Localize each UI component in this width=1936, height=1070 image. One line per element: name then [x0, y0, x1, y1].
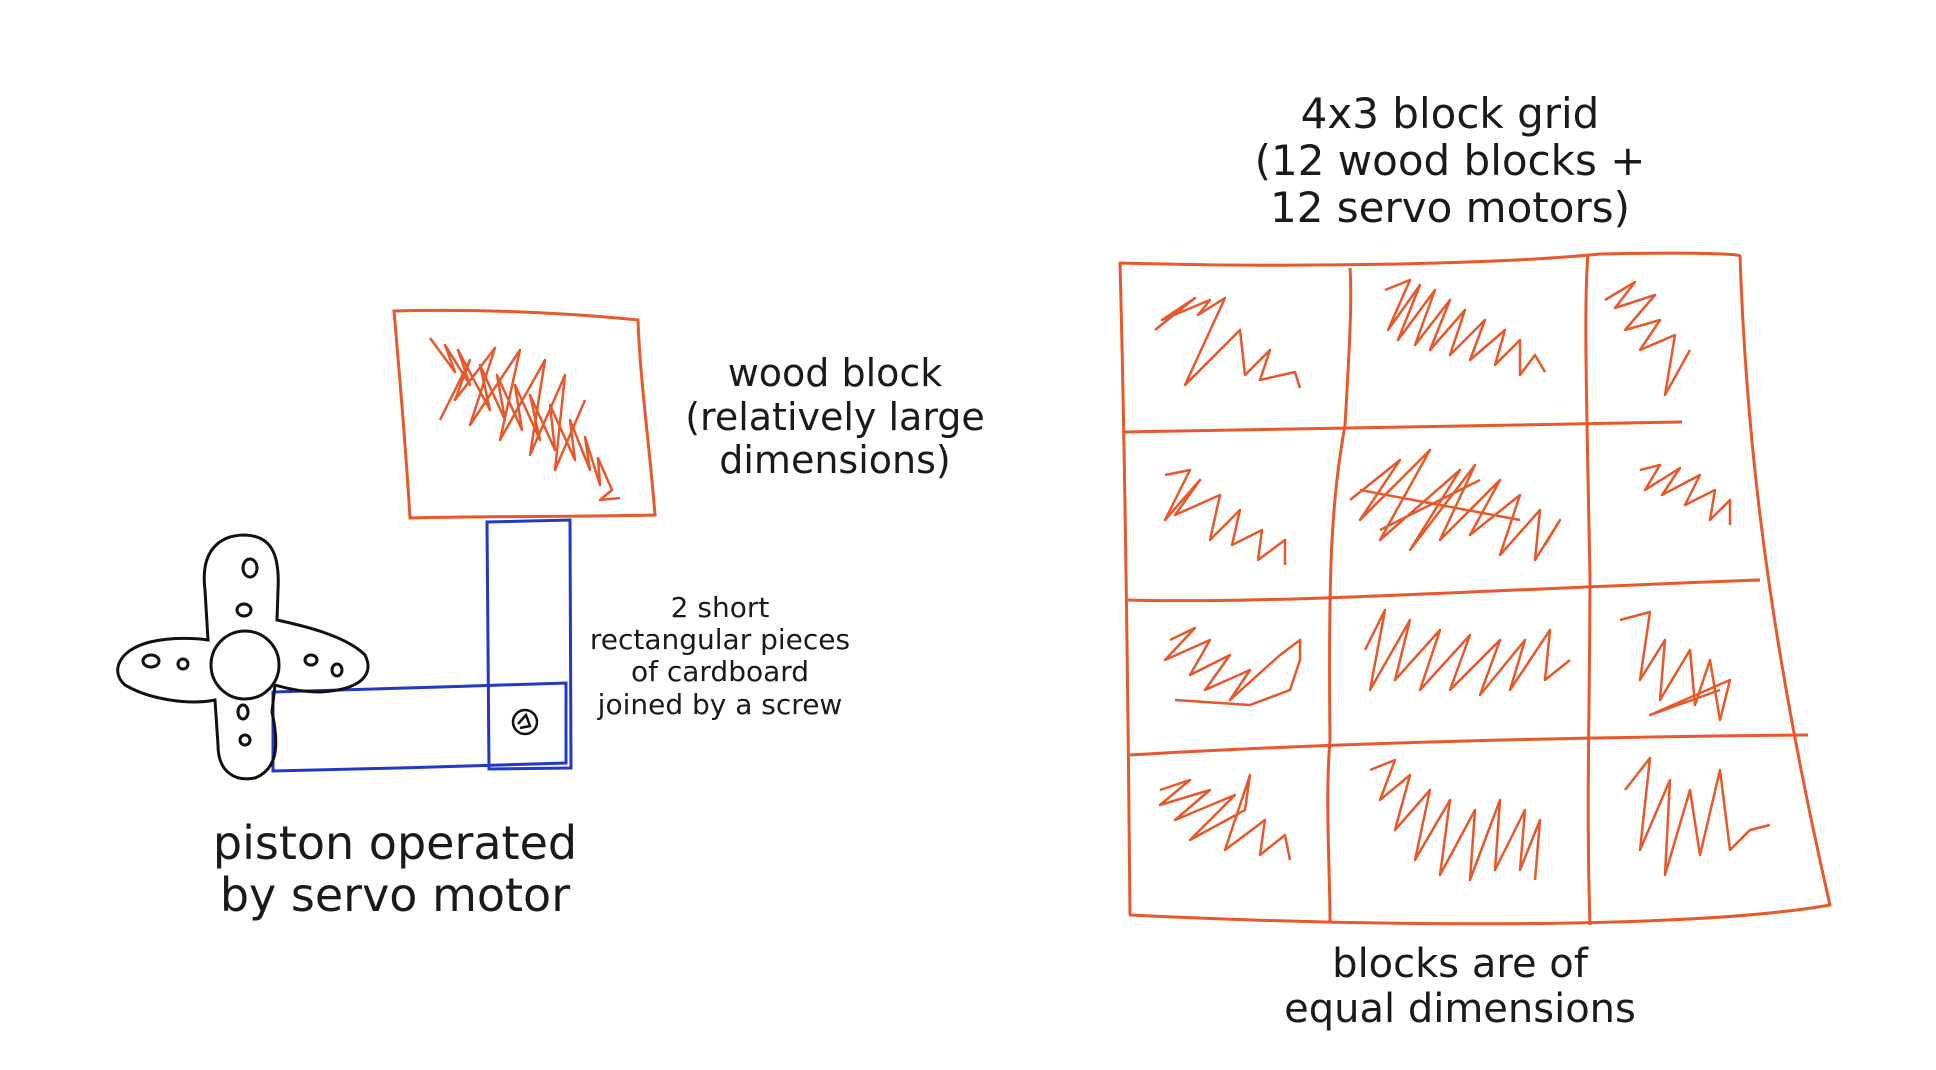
cell-scribble-2	[1384, 278, 1547, 377]
cell-scribble-10	[1158, 773, 1292, 861]
grid-scribbles	[1154, 278, 1771, 882]
wood-block-outline	[392, 308, 657, 520]
wood-block-scribble	[428, 337, 621, 502]
servo-horn-hub	[209, 629, 281, 701]
grid-title-label: 4x3 block grid (12 wood blocks + 12 serv…	[1254, 89, 1646, 233]
cell-scribble-5	[1349, 448, 1562, 562]
cell-scribble-3	[1604, 280, 1692, 397]
grid-row-1	[1124, 420, 1683, 434]
grid-row-3	[1129, 733, 1809, 757]
cell-scribble-8	[1363, 608, 1571, 697]
grid-row-2	[1127, 578, 1761, 603]
wood-block	[392, 308, 657, 520]
cell-scribble-11	[1369, 758, 1542, 882]
cell-scribble-1	[1154, 296, 1302, 389]
screw-icon	[511, 708, 539, 736]
block-grid	[1118, 251, 1832, 926]
wood-block-label: wood block (relatively large dimensions)	[685, 351, 985, 483]
cell-scribble-4	[1163, 468, 1287, 565]
piston-label: piston operated by servo motor	[212, 816, 578, 922]
grid-col-1	[1326, 267, 1353, 923]
cell-scribble-6	[1639, 463, 1732, 525]
cardboard-label: 2 short rectangular pieces of cardboard …	[589, 591, 851, 721]
equal-dimensions-label: blocks are of equal dimensions	[1284, 941, 1636, 1032]
grid-outline	[1118, 251, 1832, 926]
cell-scribble-9	[1619, 610, 1732, 722]
cardboard-horizontal	[271, 681, 568, 773]
cardboard-vertical	[485, 518, 573, 771]
servo-horn-outline	[116, 533, 370, 781]
servo-horn-icon	[116, 533, 370, 781]
cell-scribble-7	[1163, 626, 1302, 707]
cardboard-pieces	[271, 518, 573, 773]
grid-col-2	[1584, 253, 1592, 926]
cell-scribble-12	[1624, 756, 1771, 877]
